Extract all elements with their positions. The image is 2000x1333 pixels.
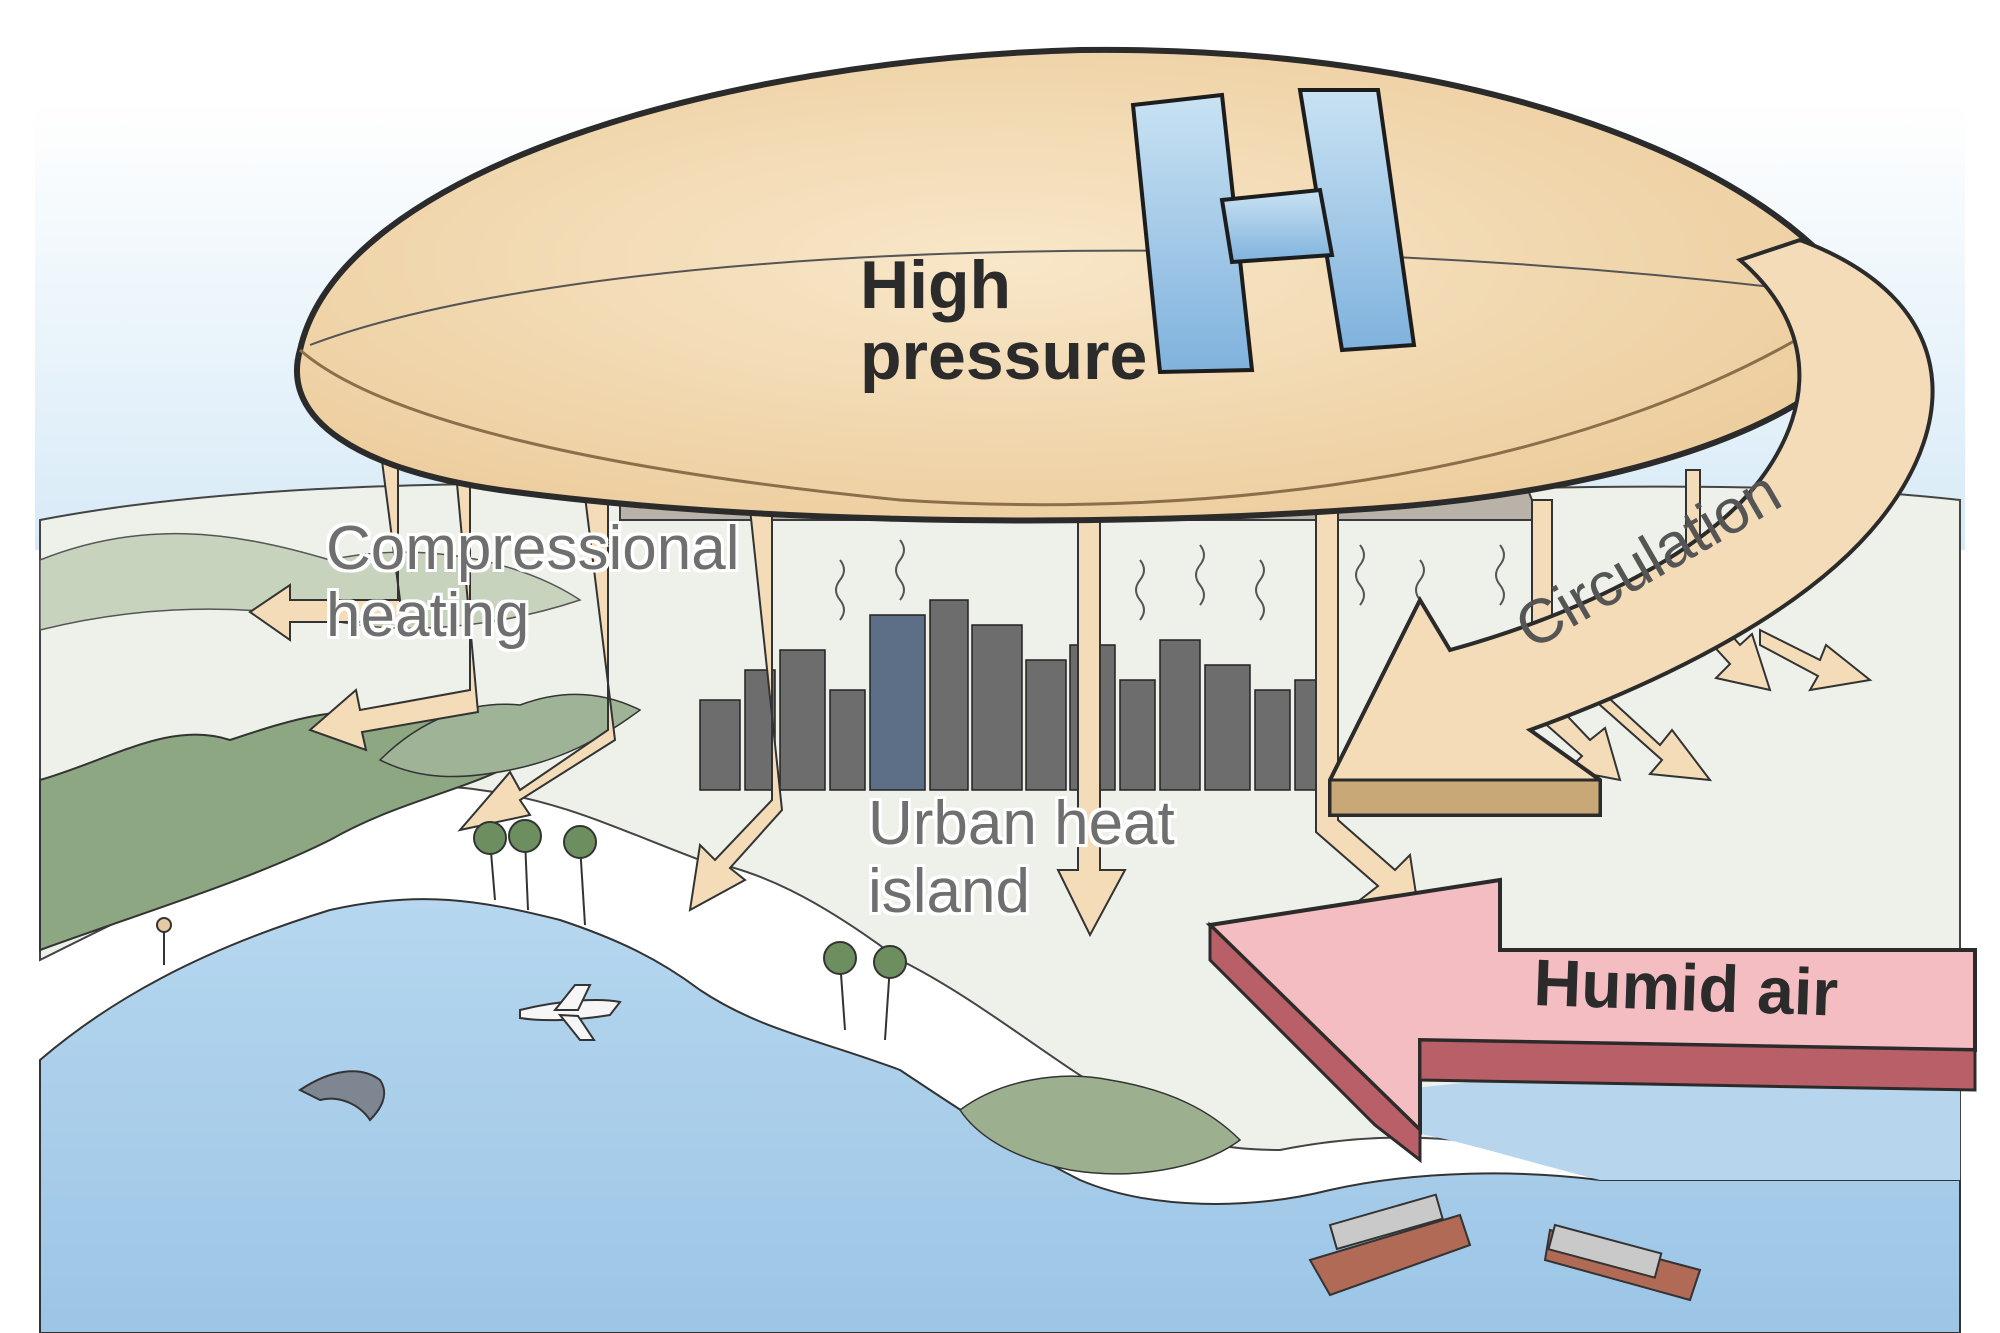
palm-trees (473, 819, 907, 1041)
label-urban-heat-island: Urban heat island (868, 789, 1175, 927)
dome-underside (299, 298, 1861, 507)
label-high-pressure-line1: High (860, 247, 1012, 323)
circulation-arrow-side (1328, 778, 1602, 817)
surfer (156, 917, 172, 965)
hills-left-back (39, 532, 582, 631)
dolphin (298, 1070, 386, 1122)
ocean-right (1400, 1073, 1960, 1180)
label-high-pressure: High pressure (860, 247, 1148, 395)
dome-rim (309, 249, 1841, 346)
label-compressional-line1: Compressional (326, 514, 740, 583)
airplane (519, 984, 622, 1041)
label-humid-air: Humid air (1532, 945, 1840, 1030)
label-urban-line1: Urban heat (868, 789, 1175, 858)
label-high-pressure-line2: pressure (860, 318, 1148, 395)
container-ships (1308, 1193, 1702, 1302)
label-compressional-heating: Compressional heating (326, 514, 740, 650)
humid-air-arrow (1205, 877, 1977, 1164)
label-urban-line2: island (868, 857, 1030, 927)
ocean (39, 898, 1961, 1333)
label-compressional-line2: heating (326, 580, 530, 650)
city-skyline (699, 599, 1326, 791)
peninsula (958, 1075, 1242, 1175)
h-letter (1130, 88, 1417, 375)
